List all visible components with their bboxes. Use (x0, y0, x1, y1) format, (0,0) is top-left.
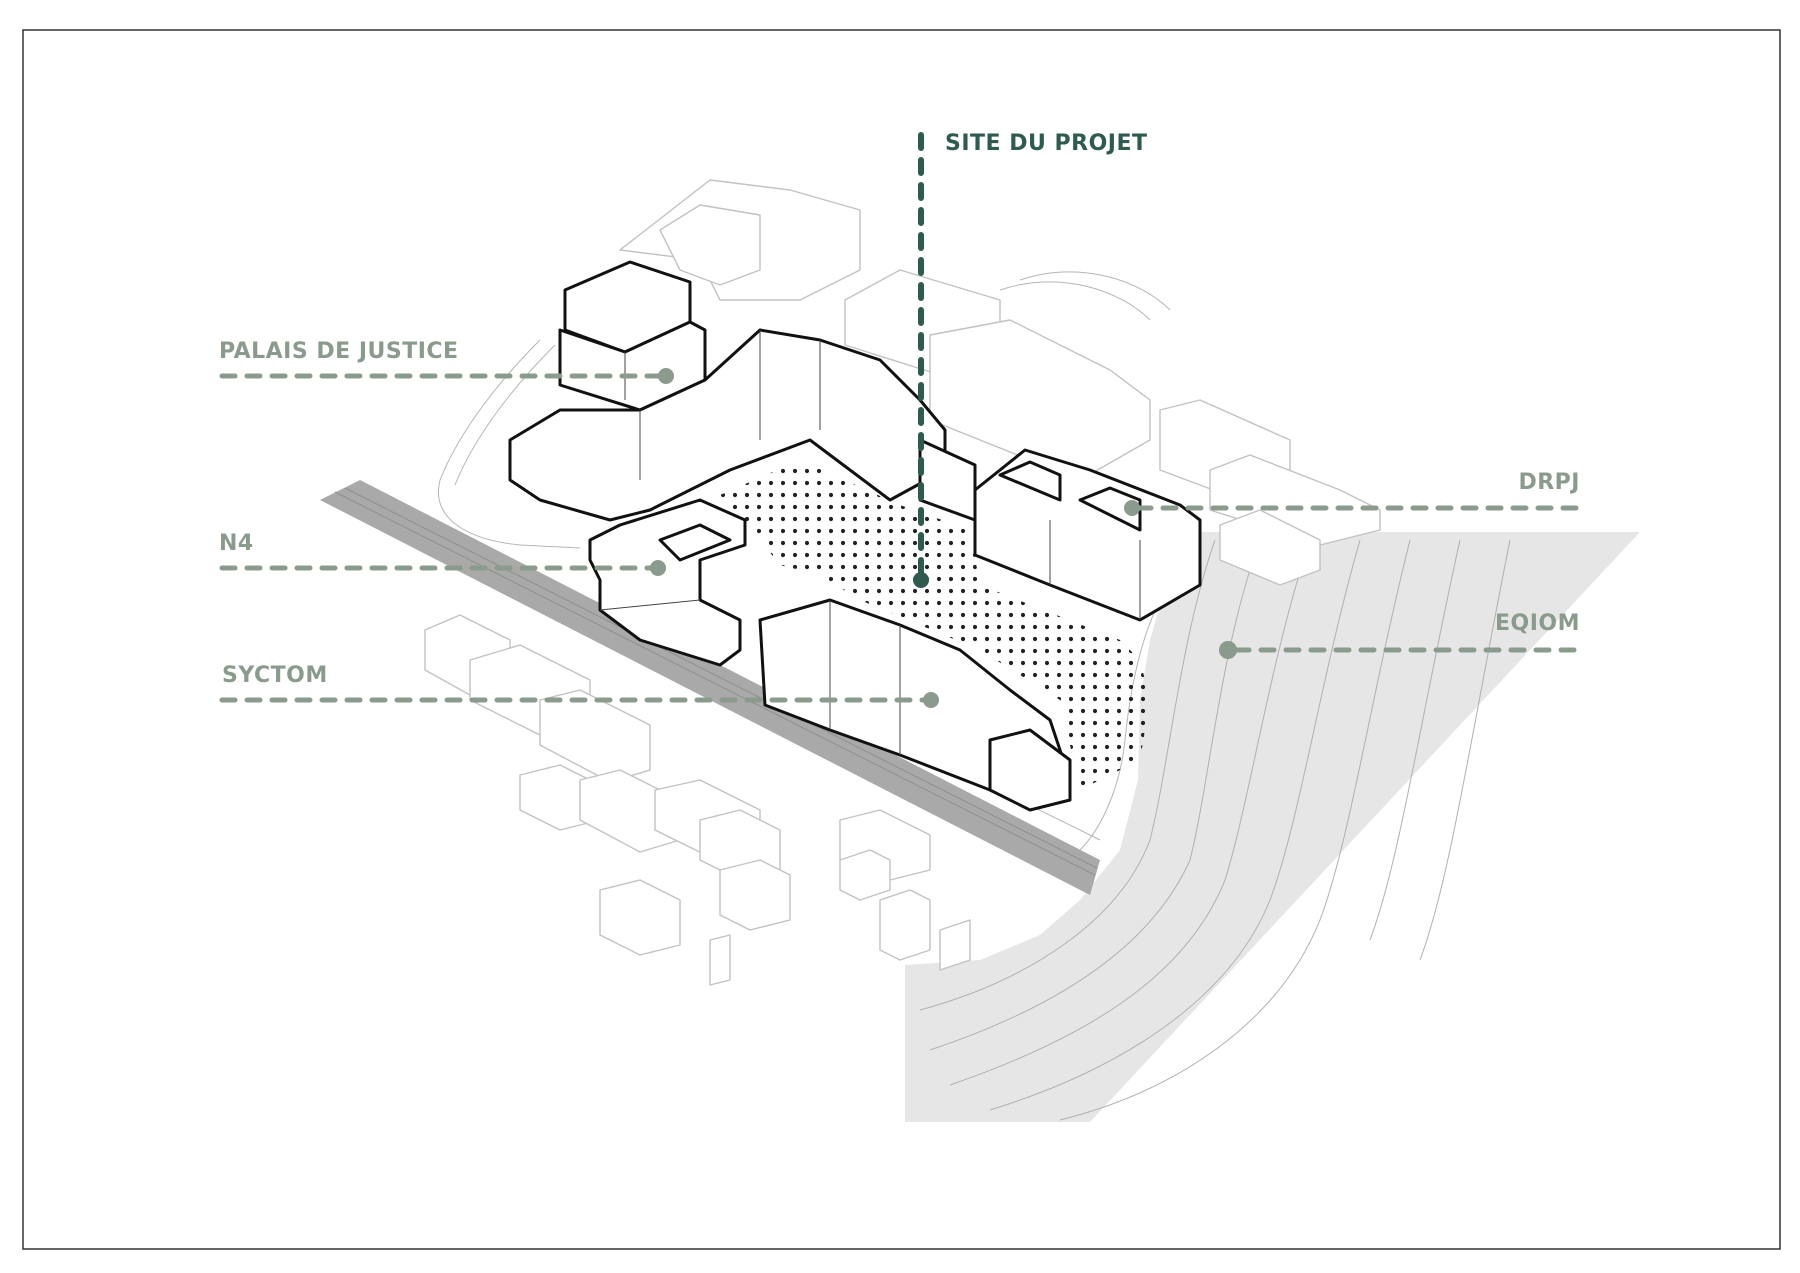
road-lines (334, 487, 1098, 876)
rail-tracks (919, 539, 1511, 1121)
syctom-marker-dot (923, 692, 939, 708)
palais-label: PALAIS DE JUSTICE (219, 339, 459, 364)
n4-marker-dot (650, 560, 666, 576)
n4-label: N4 (219, 531, 254, 556)
drpj-label: DRPJ (1518, 470, 1580, 495)
eqiom-marker-dot (1219, 641, 1237, 659)
drpj-marker-dot (1124, 500, 1140, 516)
site-marker-dot (913, 572, 929, 588)
eqiom-label: EQIOM (1495, 611, 1580, 636)
site-label: SITE DU PROJET (945, 131, 1148, 156)
project-buildings (508, 260, 1202, 812)
palais-marker-dot (658, 368, 674, 384)
n4-road-band (320, 480, 1100, 895)
project-edges (599, 330, 1141, 755)
syctom-label: SYCTOM (222, 663, 328, 688)
project-courtyard-dotted (720, 460, 1150, 790)
page-border (22, 29, 1781, 1250)
